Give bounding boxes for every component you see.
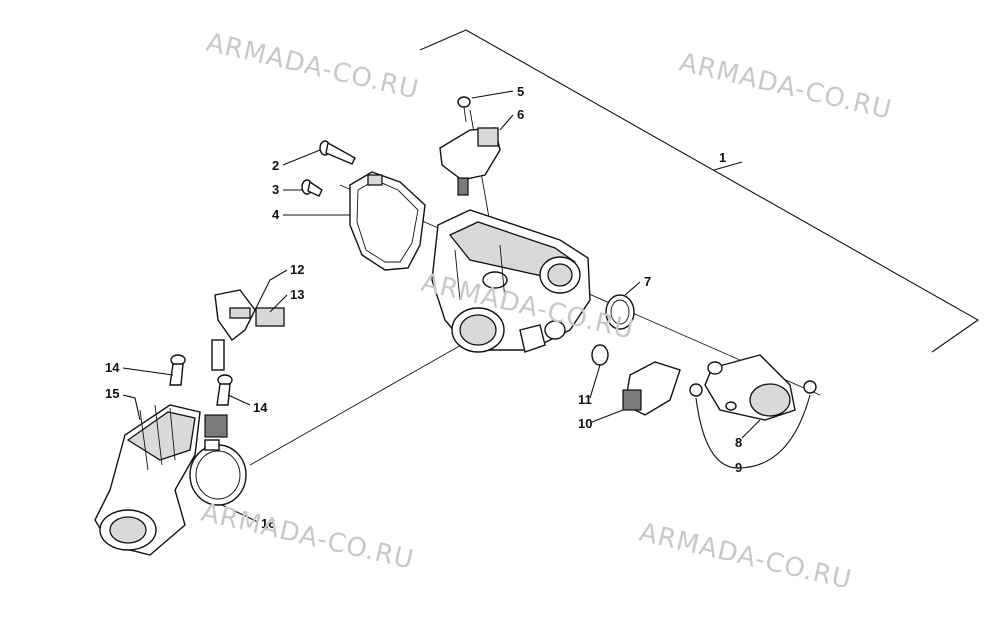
connector-13 bbox=[255, 307, 285, 327]
o-ring-11 bbox=[591, 344, 609, 366]
idle-valve-8 bbox=[704, 354, 796, 421]
watermark-text: ARMADA-CO.RU bbox=[203, 28, 421, 106]
callout-8: 8 bbox=[735, 435, 742, 450]
callout-9: 9 bbox=[735, 460, 742, 475]
callout-6: 6 bbox=[517, 107, 524, 122]
callout-12: 12 bbox=[290, 262, 304, 277]
sensor-12 bbox=[211, 289, 256, 371]
screw-9a bbox=[689, 383, 703, 397]
callout-7: 7 bbox=[644, 274, 651, 289]
assembly-bracket bbox=[419, 29, 980, 353]
callout-16: 16 bbox=[261, 516, 275, 531]
watermark-text: ARMADA-CO.RU bbox=[676, 48, 894, 126]
cover-gasket bbox=[349, 171, 426, 271]
callout-15: 15 bbox=[105, 386, 119, 401]
callout-4: 4 bbox=[272, 207, 280, 222]
clamp-16 bbox=[189, 439, 247, 506]
sensor-6 bbox=[439, 127, 501, 196]
callout-5: 5 bbox=[517, 84, 524, 99]
callout-2: 2 bbox=[272, 158, 279, 173]
callout-14-left: 14 bbox=[105, 360, 120, 375]
screw-3 bbox=[301, 179, 323, 197]
bolt-14b bbox=[216, 374, 233, 406]
callout-10: 10 bbox=[578, 416, 592, 431]
leader-lines bbox=[122, 90, 811, 523]
callout-1: 1 bbox=[719, 150, 726, 165]
throttle-body bbox=[431, 209, 591, 353]
screw-5 bbox=[457, 96, 471, 123]
callout-3: 3 bbox=[272, 182, 279, 197]
sensor-10 bbox=[622, 361, 681, 416]
watermark-text: ARMADA-CO.RU bbox=[636, 518, 854, 596]
callout-14-right: 14 bbox=[253, 400, 268, 415]
o-ring-7 bbox=[605, 294, 635, 330]
watermark-text: ARMADA-CO.RU bbox=[198, 498, 416, 576]
screw-2 bbox=[319, 140, 356, 165]
bolt-14a bbox=[169, 354, 186, 386]
callout-11: 11 bbox=[578, 392, 592, 407]
callout-labels: 1 2 3 4 5 6 7 8 9 10 11 12 13 14 14 15 1… bbox=[105, 84, 742, 531]
callout-13: 13 bbox=[290, 287, 304, 302]
intake-boot-15 bbox=[94, 404, 228, 556]
screw-9b bbox=[803, 380, 817, 394]
watermarks: ARMADA-CO.RU ARMADA-CO.RU ARMADA-CO.RU A… bbox=[198, 28, 894, 596]
